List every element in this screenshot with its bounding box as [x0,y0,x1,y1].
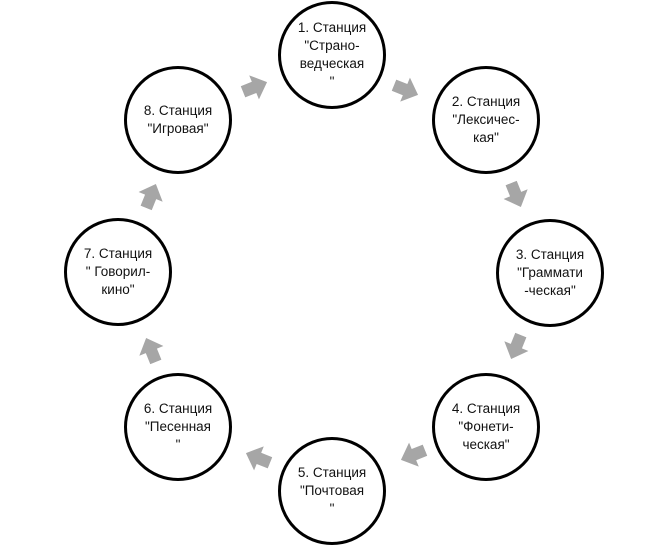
station-6-line-1: 6. Станция [143,401,213,416]
station-1: 1. Станция "Страно- ведческая " [278,1,386,109]
station-1-line-4: " [329,74,335,89]
arrow-icon [134,333,168,367]
station-6: 6. Станция "Песенная " [124,373,232,481]
station-2-line-1: 2. Станция [451,94,521,109]
station-2-line-2: "Лексичес- [452,112,520,127]
arrow-icon [238,70,272,104]
arrow-icon [499,178,533,212]
station-4-line-3: ческая" [462,437,510,452]
station-1-line-1: 1. Станция [297,20,367,35]
station-6-line-3: " [175,437,181,452]
station-8-line-2: "Игровая" [147,121,209,136]
arrow-icon [389,73,423,107]
station-5: 5. Станция "Почтовая " [278,437,386,545]
station-2-line-3: кая" [473,130,499,145]
station-3: 3. Станция "Граммати -ческая" [496,219,604,327]
station-4-line-2: "Фонети- [458,419,514,434]
station-1-line-2: "Страно- [304,38,360,53]
station-8-line-1: 8. Станция [143,103,213,118]
arrow-icon [134,179,168,213]
station-3-line-2: "Граммати [517,265,583,280]
station-5-line-1: 5. Станция [297,465,367,480]
station-7-line-1: 7. Станция [83,246,153,261]
station-7-line-2: " Говорил- [85,264,151,279]
arrow-icon [396,438,430,472]
station-7: 7. Станция " Говорил- кино" [64,218,172,326]
station-2: 2. Станция "Лексичес- кая" [432,66,540,174]
station-3-line-1: 3. Станция [515,247,585,262]
station-5-line-2: "Почтовая [299,483,365,498]
station-5-line-3: " [329,501,335,516]
station-8: 8. Станция "Игровая" [124,66,232,174]
station-1-line-3: ведческая [299,56,365,71]
station-6-line-2: "Песенная [145,419,211,434]
station-4: 4. Станция "Фонети- ческая" [432,373,540,481]
arrow-icon [499,330,533,364]
arrow-icon [241,441,275,475]
station-3-line-3: -ческая" [524,283,576,298]
station-7-line-3: кино" [101,282,135,297]
station-4-line-1: 4. Станция [451,401,521,416]
